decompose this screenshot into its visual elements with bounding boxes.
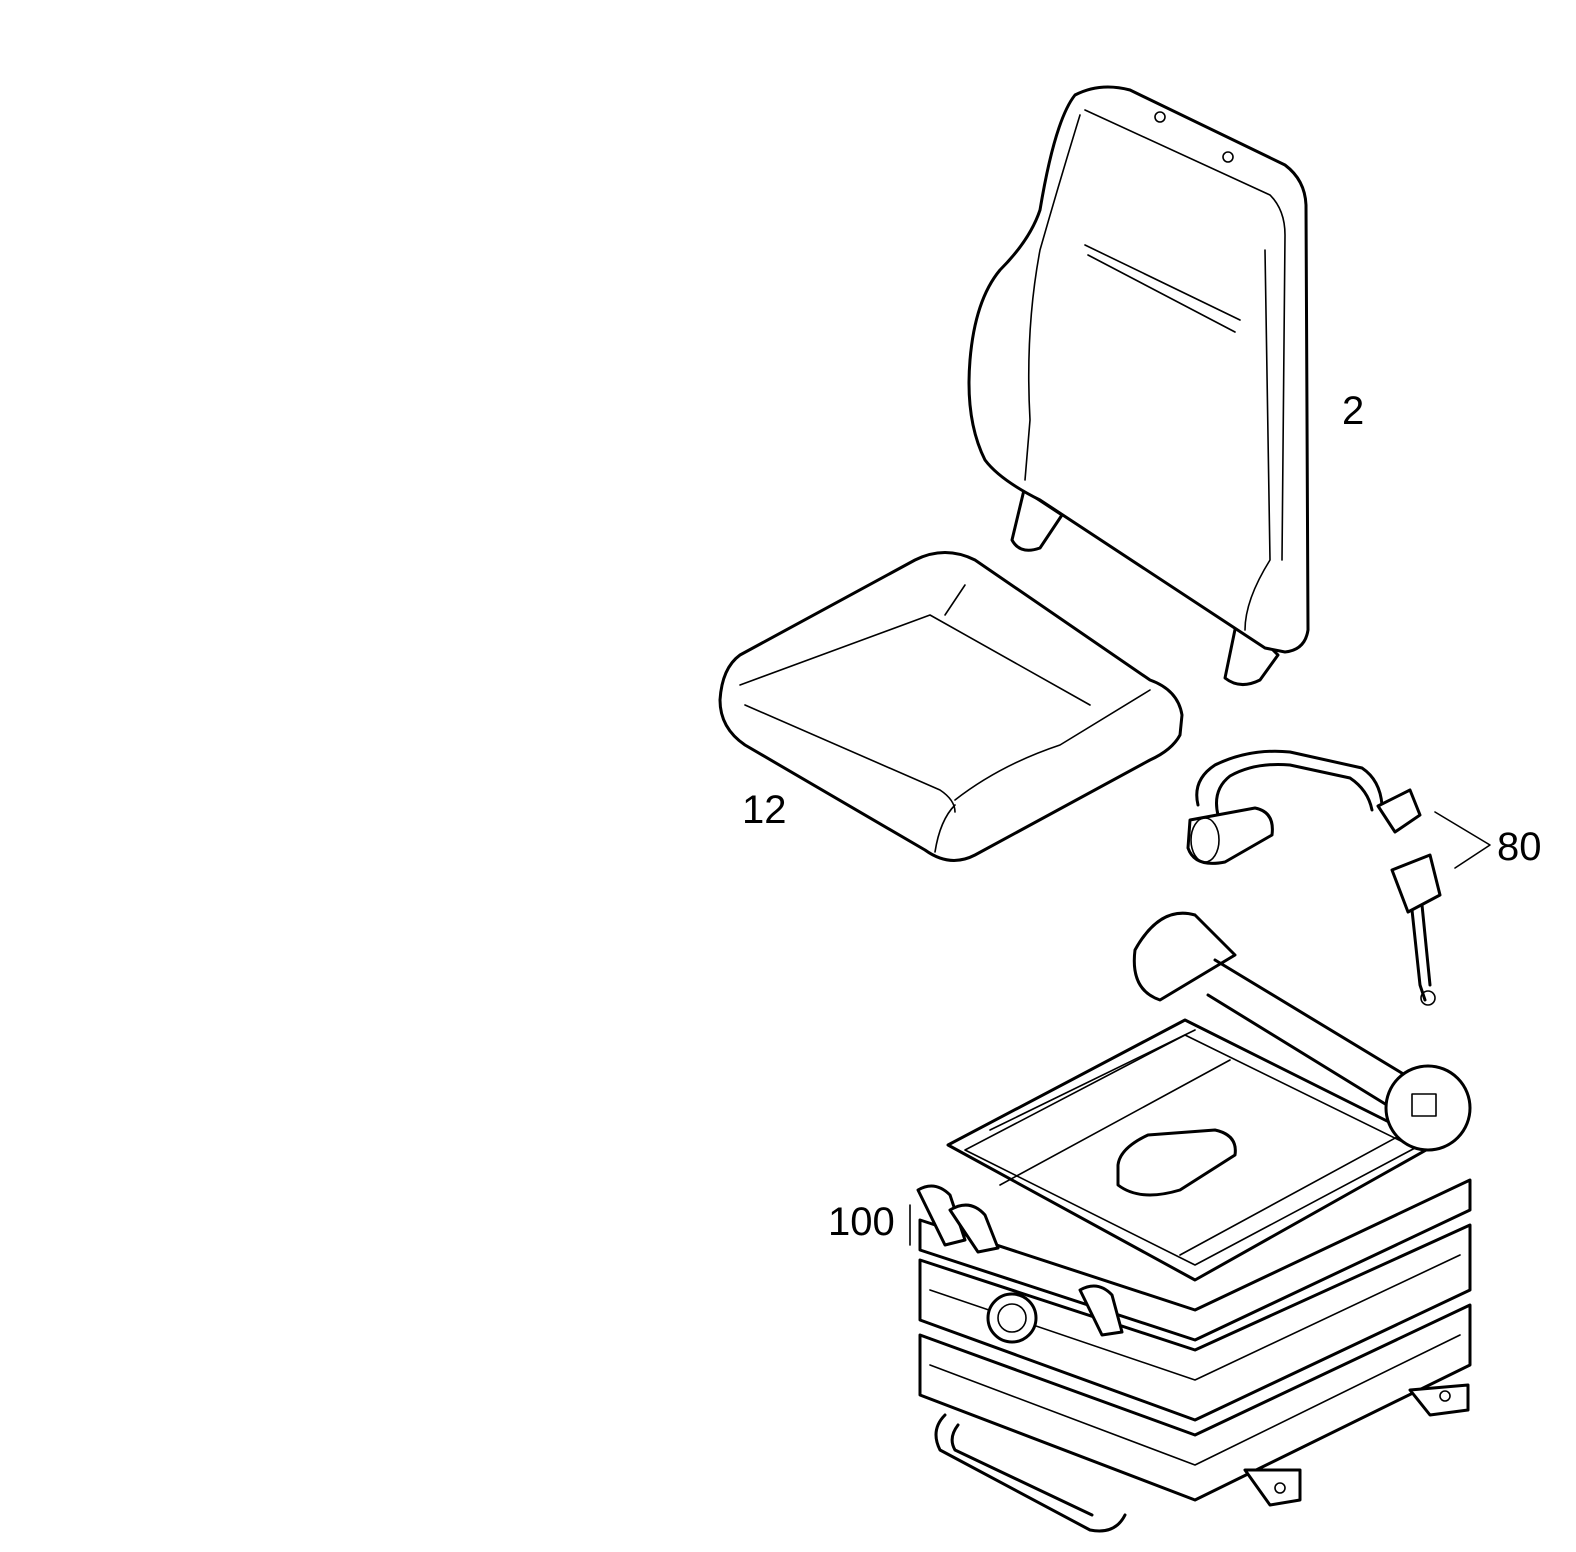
seat-back-drawing: [967, 85, 1310, 686]
callout-seat-back: 2: [1342, 389, 1364, 433]
callout-suspension-base: 100: [828, 1200, 895, 1244]
suspension-base-drawing: [916, 911, 1472, 1533]
callout-seat-cushion: 12: [742, 788, 787, 832]
callout-seat-belt: 80: [1497, 825, 1542, 869]
seat-belt-drawing: [1186, 749, 1442, 1006]
seat-cushion-drawing: [718, 551, 1184, 862]
seat-belt-leader: [1434, 811, 1491, 869]
